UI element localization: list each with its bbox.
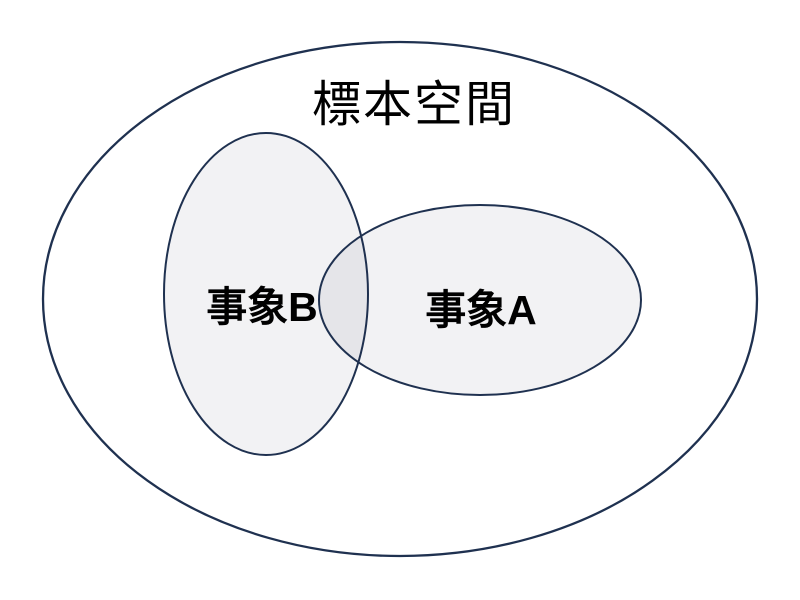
event-a-ellipse [318,204,642,396]
event-b-ellipse [163,132,369,456]
event-a-label: 事象A [425,287,537,333]
sample-space-ellipse [41,40,759,558]
sample-space-label: 標本空間 [312,78,516,132]
event-b-label: 事象B [206,284,318,330]
